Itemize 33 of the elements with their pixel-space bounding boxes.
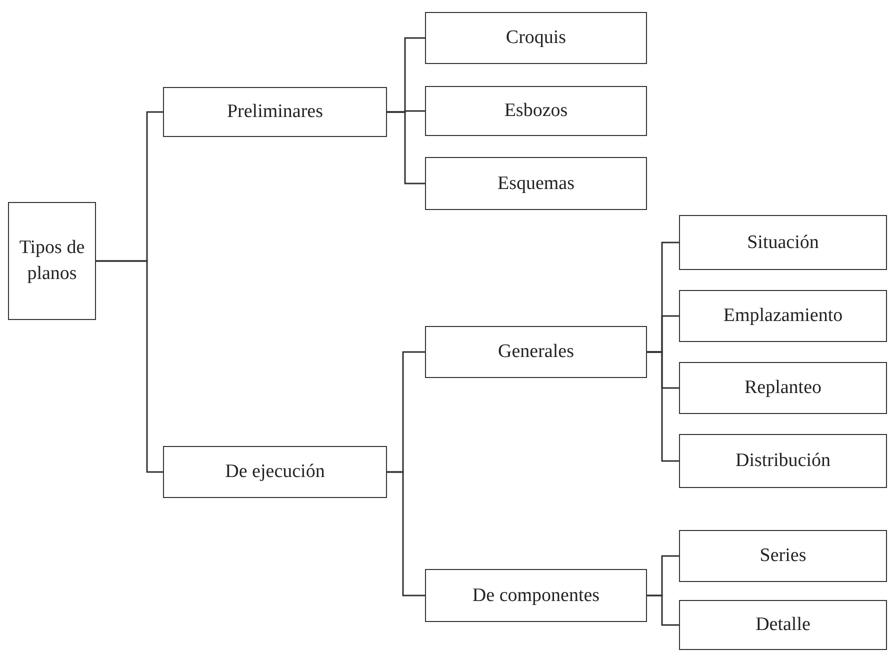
category-box <box>679 290 887 342</box>
node-label: De componentes <box>472 584 600 608</box>
node-label: Replanteo <box>744 376 822 400</box>
category-box <box>679 362 887 414</box>
node-label: Esquemas <box>497 172 575 196</box>
connector-line <box>647 351 679 462</box>
node-label: Emplazamiento <box>723 304 843 328</box>
category-box <box>163 87 387 137</box>
category-box <box>425 86 647 136</box>
category-box <box>8 202 96 320</box>
connector-line <box>387 471 425 596</box>
node-label: De ejecución <box>225 460 325 484</box>
connector-line <box>647 594 679 626</box>
category-box <box>425 326 647 378</box>
node-label: Preliminares <box>226 100 324 124</box>
category-box <box>163 446 387 498</box>
node-label: Series <box>760 544 806 568</box>
node-label: Generales <box>498 340 574 364</box>
connector-line <box>96 260 163 473</box>
node-label: Situación <box>747 230 819 255</box>
node-label: Detalle <box>756 613 810 638</box>
category-box <box>679 434 887 488</box>
category-box <box>679 530 887 582</box>
category-box <box>679 215 887 270</box>
node-label: Croquis <box>506 26 566 50</box>
category-box <box>425 157 647 210</box>
node-label: Tipos de planos <box>18 236 86 286</box>
category-box <box>425 12 647 64</box>
connector-line <box>387 111 425 184</box>
category-box <box>425 569 647 622</box>
node-label: Esbozos <box>504 99 568 124</box>
node-label: Distribución <box>736 449 830 474</box>
category-box <box>679 600 887 650</box>
